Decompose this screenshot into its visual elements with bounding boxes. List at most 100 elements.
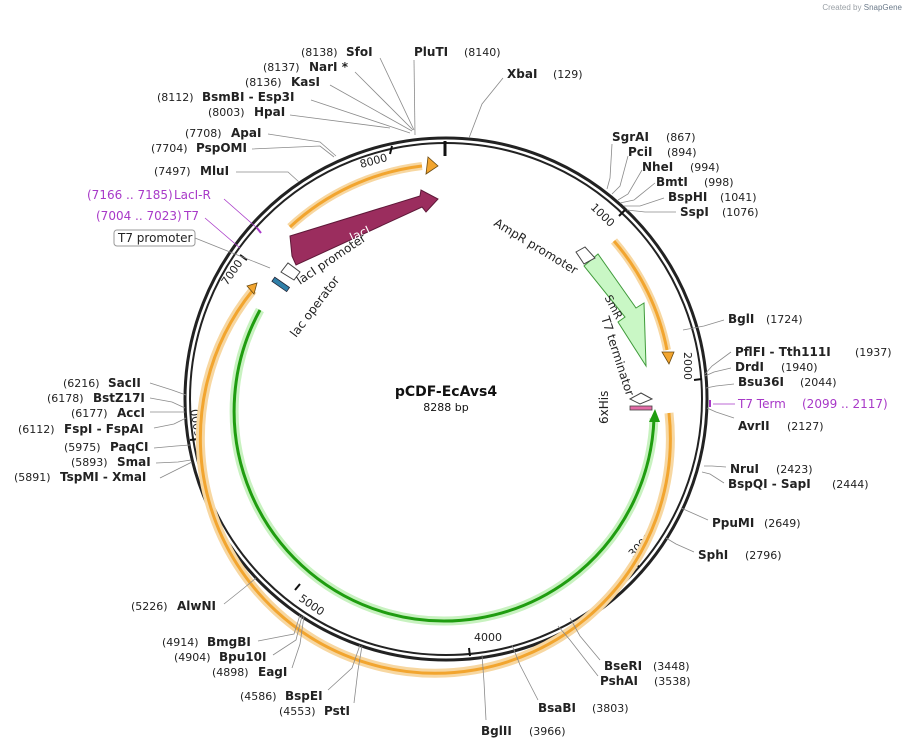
site-pluti: PluTI <box>414 45 448 59</box>
site-pos-bsmbi: (8112) <box>157 91 194 104</box>
site-avrii: AvrII <box>738 419 770 433</box>
site-pos-mlui: (7497) <box>154 165 191 178</box>
his-tag-glyph <box>629 405 653 411</box>
site-bseri: BseRI <box>604 659 642 673</box>
tick-label-4000: 4000 <box>474 631 502 644</box>
site-pos-pluti: (8140) <box>464 46 501 59</box>
site-pos-avrii: (2127) <box>787 420 824 433</box>
ampr-promoter-label: AmpR promoter <box>491 216 580 278</box>
site-tspmi: TspMI - XmaI <box>60 470 146 484</box>
tick-mark-5000 <box>294 583 301 591</box>
site-pos-pcii: (894) <box>667 146 697 159</box>
site-bmgbi: BmgBI <box>207 635 251 649</box>
site-pos-psti: (4553) <box>279 705 316 718</box>
site-bstz17i: BstZ17I <box>93 391 145 405</box>
green-arrowhead <box>649 409 660 422</box>
site-bgli: BglI <box>728 312 754 326</box>
site-bspqi: BspQI - SapI <box>728 477 811 491</box>
small-feature-glyphs <box>256 227 711 411</box>
site-apai: ApaI <box>231 126 261 140</box>
site-pos-apai: (7708) <box>185 127 222 140</box>
site-pos-bsabi: (3803) <box>592 702 629 715</box>
t7-primer-name: T7 <box>183 209 199 223</box>
site-hpai: HpaI <box>254 105 285 119</box>
site-pos-pshai: (3538) <box>654 675 691 688</box>
upper-orange-arrowhead <box>425 156 439 175</box>
site-bsu36i: Bsu36I <box>738 375 784 389</box>
site-bspei: BspEI <box>285 689 323 703</box>
laci-promoter-glyph <box>280 262 301 281</box>
site-pos-nrui: (2423) <box>776 463 813 476</box>
site-pos-sphi: (2796) <box>745 549 782 562</box>
site-pshai: PshAI <box>600 674 638 688</box>
orange-feature-arcs <box>195 156 675 678</box>
tick-mark-1000 <box>618 209 626 217</box>
site-pos-pspomi: (7704) <box>151 142 188 155</box>
site-smai: SmaI <box>117 455 151 469</box>
site-pos-sspi: (1076) <box>722 206 759 219</box>
site-pos-pflfi: (1937) <box>855 346 892 359</box>
site-pcii: PciI <box>628 145 653 159</box>
tick-label-2000: 2000 <box>681 352 694 380</box>
site-drdi: DrdI <box>735 360 764 374</box>
site-pos-nari: (8137) <box>263 61 300 74</box>
site-pos-sgrai: (867) <box>666 131 696 144</box>
t7-promoter-callout: T7 promoter <box>113 229 271 269</box>
big-orange-arrowhead <box>246 282 258 295</box>
site-pos-bgli: (1724) <box>766 313 803 326</box>
site-sacii: SacII <box>108 376 141 390</box>
site-pos-sacii: (6216) <box>63 377 100 390</box>
site-fspi: FspI - FspAI <box>64 422 143 436</box>
big-orange-arc <box>195 287 675 678</box>
site-acci: AccI <box>117 406 145 420</box>
site-xbai: XbaI <box>507 67 537 81</box>
site-pos-nhei: (994) <box>690 161 720 174</box>
site-bsmbi: BsmBI - Esp3I <box>202 90 294 104</box>
site-pos-acci: (6177) <box>71 407 108 420</box>
site-psti: PstI <box>324 704 350 718</box>
site-sgrai: SgrAI <box>612 130 649 144</box>
site-pos-kasi: (8136) <box>245 76 282 89</box>
site-mlui: MluI <box>200 164 229 178</box>
site-pos-paqci: (5975) <box>64 441 101 454</box>
site-bglii: BglII <box>481 724 512 738</box>
site-pos-bmti: (998) <box>704 176 734 189</box>
site-bmti: BmtI <box>656 175 688 189</box>
site-pos-bspqi: (2444) <box>832 478 869 491</box>
site-eagi: EagI <box>258 665 287 679</box>
t7-term-primer-name: T7 Term <box>737 397 786 411</box>
plasmid-size: 8288 bp <box>423 401 468 414</box>
laci-feature: lacI <box>289 189 439 266</box>
site-pspomi: PspOMI <box>196 141 247 155</box>
t7-primer-range: (7004 .. 7023) <box>96 209 182 223</box>
restriction-sites: (8138) SfoI (8137) NarI * (8136) KasI (8… <box>14 45 892 738</box>
site-pos-bspei: (4586) <box>240 690 277 703</box>
site-sspi: SspI <box>680 205 709 219</box>
laci-r-primer-range: (7166 .. 7185) <box>87 188 173 202</box>
site-pos-bglii: (3966) <box>529 725 566 738</box>
site-pos-smai: (5893) <box>71 456 108 469</box>
site-pflfi: PflFI - Tth111I <box>735 345 831 359</box>
site-pos-bstz17i: (6178) <box>47 392 84 405</box>
site-nhei: NheI <box>642 160 673 174</box>
t7-terminator-glyph <box>628 392 654 405</box>
right-orange-arrowhead <box>661 351 675 365</box>
primer-labels: (7166 .. 7185) LacI-R (7004 .. 7023) T7 … <box>87 188 888 411</box>
site-sphi: SphI <box>698 548 728 562</box>
site-alwni: AlwNI <box>177 599 216 613</box>
site-pos-ppumi: (2649) <box>764 517 801 530</box>
tick-mark-4000 <box>468 647 471 657</box>
site-pos-alwni: (5226) <box>131 600 168 613</box>
tick-mark-2000 <box>693 378 703 381</box>
site-pos-tspmi: (5891) <box>14 471 51 484</box>
tick-label-8000: 8000 <box>358 151 388 171</box>
plasmid-name: pCDF-EcAvs4 <box>395 384 498 400</box>
site-bsphi: BspHI <box>668 190 707 204</box>
snapgene-brand: SnapGene <box>863 3 902 12</box>
t7-promoter-label: T7 promoter <box>117 231 193 245</box>
site-pos-bseri: (3448) <box>653 660 690 673</box>
credit-prefix: Created by <box>822 3 862 12</box>
his-tag-label: 6xHis <box>597 391 611 424</box>
site-paqci: PaqCI <box>110 440 148 454</box>
